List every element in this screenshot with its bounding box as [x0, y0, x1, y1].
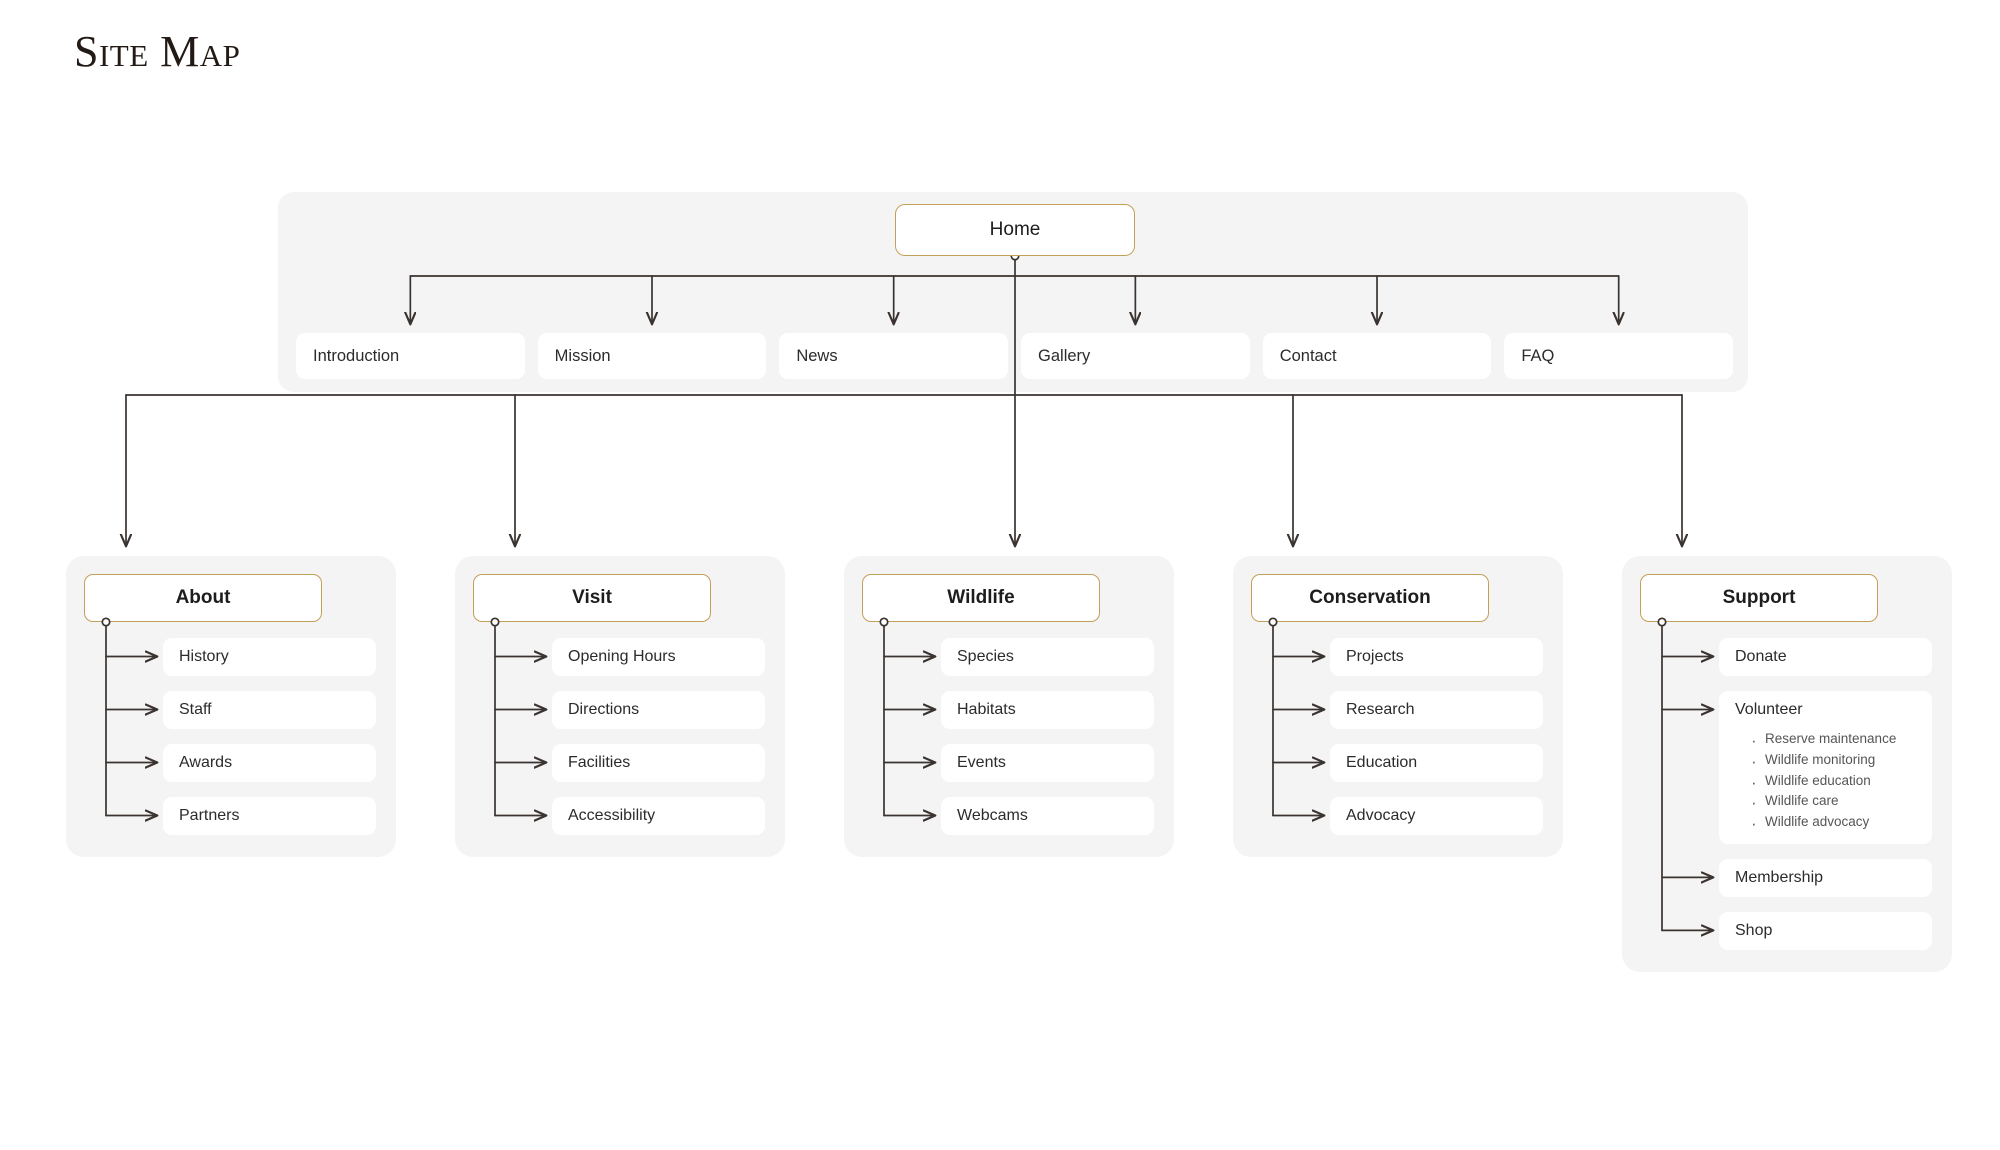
child-events[interactable]: Events	[941, 744, 1154, 782]
node-support-label: Support	[1722, 587, 1796, 608]
child-label: Species	[957, 648, 1014, 665]
child-label: History	[179, 648, 229, 665]
child-webcams[interactable]: Webcams	[941, 797, 1154, 835]
child-species[interactable]: Species	[941, 638, 1154, 676]
sub-bullet: Reserve maintenance	[1751, 728, 1918, 754]
child-label: Directions	[568, 701, 640, 718]
child-facilities[interactable]: Facilities	[552, 744, 765, 782]
page-title: Site Map	[74, 27, 241, 76]
nav-item-introduction[interactable]: Introduction	[296, 333, 525, 379]
child-list: DonateVolunteerReserve maintenanceWildli…	[1719, 638, 1932, 950]
nav-item-mission[interactable]: Mission	[537, 333, 767, 379]
child-shop[interactable]: Shop	[1719, 911, 1932, 950]
nav-item-label: Mission	[554, 346, 611, 365]
nav-item-gallery[interactable]: Gallery	[1021, 333, 1250, 379]
child-directions[interactable]: Directions	[552, 691, 765, 729]
nav-item-faq[interactable]: FAQ	[1504, 333, 1734, 379]
nav-item-label: Introduction	[313, 346, 400, 365]
child-label: Projects	[1346, 648, 1404, 665]
nav-item-label: Gallery	[1038, 346, 1091, 365]
child-label: Donate	[1735, 648, 1787, 665]
node-about-label: About	[175, 587, 231, 608]
node-home-label: Home	[989, 219, 1041, 240]
child-advocacy[interactable]: Advocacy	[1330, 797, 1543, 835]
section-support: SupportDonateVolunteerReserve maintenanc…	[1622, 556, 1952, 972]
child-label: Membership	[1735, 868, 1824, 886]
child-label: Education	[1346, 754, 1418, 771]
node-support[interactable]: Support	[1640, 574, 1878, 622]
child-history[interactable]: History	[163, 638, 376, 676]
child-label: Staff	[179, 701, 212, 718]
child-volunteer[interactable]: VolunteerReserve maintenanceWildlife mon…	[1719, 691, 1932, 844]
child-label: Awards	[179, 754, 233, 771]
top-level-nav-row: Introduction Mission News Gallery Contact FAQ	[296, 333, 1734, 379]
child-opening-hours[interactable]: Opening Hours	[552, 638, 765, 676]
nav-item-label: FAQ	[1521, 346, 1555, 365]
sub-bullet: Wildlife monitoring	[1751, 749, 1918, 775]
child-habitats[interactable]: Habitats	[941, 691, 1154, 729]
node-wildlife-label: Wildlife	[947, 587, 1015, 608]
nav-item-news[interactable]: News	[779, 333, 1009, 379]
child-label: Advocacy	[1346, 807, 1416, 824]
child-education[interactable]: Education	[1330, 744, 1543, 782]
child-staff[interactable]: Staff	[163, 691, 376, 729]
node-wildlife[interactable]: Wildlife	[862, 574, 1100, 622]
child-label: Facilities	[568, 754, 631, 771]
child-label: Accessibility	[568, 807, 656, 824]
child-donate[interactable]: Donate	[1719, 638, 1932, 676]
nav-item-label: News	[796, 346, 838, 365]
child-label: Webcams	[957, 807, 1028, 824]
child-projects[interactable]: Projects	[1330, 638, 1543, 676]
child-label: Shop	[1735, 921, 1773, 939]
node-about[interactable]: About	[84, 574, 322, 622]
child-label: Opening Hours	[568, 648, 676, 665]
sub-bullet: Wildlife care	[1751, 790, 1918, 816]
child-label: Partners	[179, 807, 240, 824]
sub-bullet: Wildlife advocacy	[1751, 811, 1918, 837]
node-visit-label: Visit	[572, 587, 612, 608]
child-membership[interactable]: Membership	[1719, 858, 1932, 897]
node-visit[interactable]: Visit	[473, 574, 711, 622]
child-research[interactable]: Research	[1330, 691, 1543, 729]
node-conservation-label: Conservation	[1309, 587, 1431, 608]
nav-item-label: Contact	[1279, 346, 1337, 365]
node-conservation[interactable]: Conservation	[1251, 574, 1489, 622]
child-label: Research	[1346, 701, 1415, 718]
node-home[interactable]: Home	[895, 204, 1135, 256]
child-accessibility[interactable]: Accessibility	[552, 797, 765, 835]
child-label: Volunteer	[1735, 701, 1803, 718]
child-label: Habitats	[957, 701, 1016, 718]
child-awards[interactable]: Awards	[163, 744, 376, 782]
sub-bullet: Wildlife education	[1751, 770, 1918, 796]
sub-bullet-list: Reserve maintenanceWildlife monitoringWi…	[1735, 728, 1918, 837]
child-label: Events	[957, 754, 1006, 771]
child-partners[interactable]: Partners	[163, 797, 376, 835]
nav-item-contact[interactable]: Contact	[1262, 333, 1492, 379]
